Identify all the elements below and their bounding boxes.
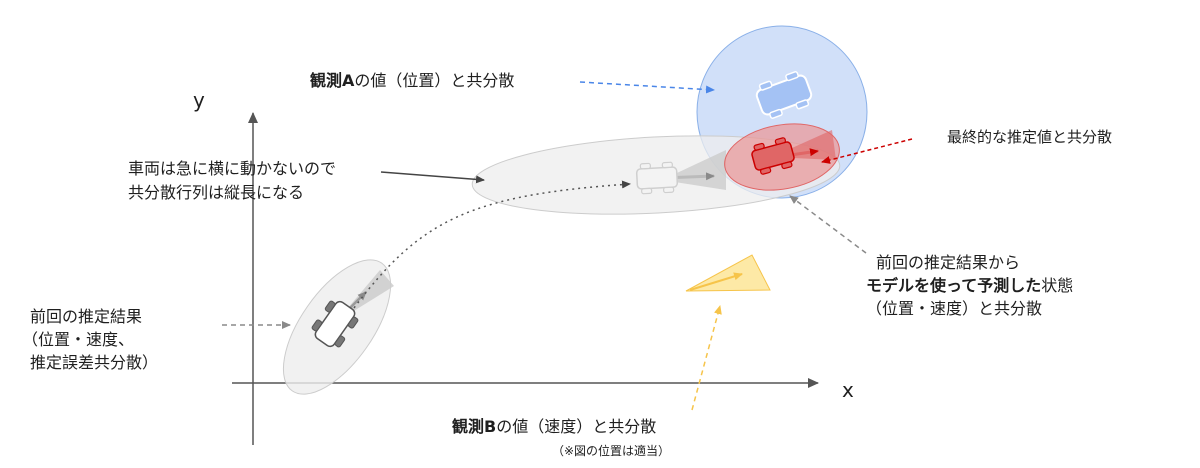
observation-b-velocity-arrow — [689, 272, 743, 291]
final-car-icon — [751, 137, 795, 175]
observation-b-velocity-cone — [685, 254, 771, 292]
previous-label-line1: 前回の推定結果 — [30, 307, 143, 326]
predicted-label-rest: 状態 — [1041, 276, 1074, 295]
previous-label-line3: 推定誤差共分散） — [30, 353, 159, 372]
observation-a-label: 観測Aの値（位置）と共分散 — [310, 70, 514, 92]
y-axis-label: y — [193, 88, 205, 112]
observation-b-label-bold: 観測B — [452, 417, 497, 436]
final-pointer-arrow — [821, 138, 913, 164]
observation-a-label-bold: 観測A — [310, 71, 355, 90]
observation-b-label: 観測Bの値（速度）と共分散 — [452, 416, 656, 438]
vehicle-note-line1: 車両は急に横に動かないので — [128, 159, 337, 178]
observation-a-car-icon — [755, 71, 813, 119]
obs-a-pointer-arrow — [579, 81, 715, 94]
predicted-pointer-arrow — [789, 195, 867, 254]
observation-b-label-rest: の値（速度）と共分散 — [496, 417, 657, 436]
previous-label-line2: （位置・速度、 — [22, 330, 135, 349]
previous-car-icon — [311, 300, 359, 348]
observation-a-label-rest: の値（位置）と共分散 — [354, 71, 515, 90]
vehicle-note-arrow — [380, 171, 485, 184]
predicted-car-icon — [635, 161, 679, 195]
vehicle-note-line2: 共分散行列は縦長になる — [128, 183, 305, 202]
x-axis-label: x — [842, 378, 854, 402]
final-estimate-label: 最終的な推定値と共分散 — [947, 128, 1113, 146]
observation-b-note: （※図の位置は適当） — [552, 444, 671, 458]
obs-b-pointer-arrow — [691, 305, 722, 411]
predicted-label-line2: モデルを使って予測した状態 — [866, 275, 1073, 297]
predicted-label-bold: モデルを使って予測した — [866, 276, 1042, 295]
predicted-label-line3: （位置・速度）と共分散 — [866, 299, 1043, 318]
prediction-path — [353, 180, 631, 309]
predicted-label-line1: 前回の推定結果から — [876, 253, 1021, 272]
